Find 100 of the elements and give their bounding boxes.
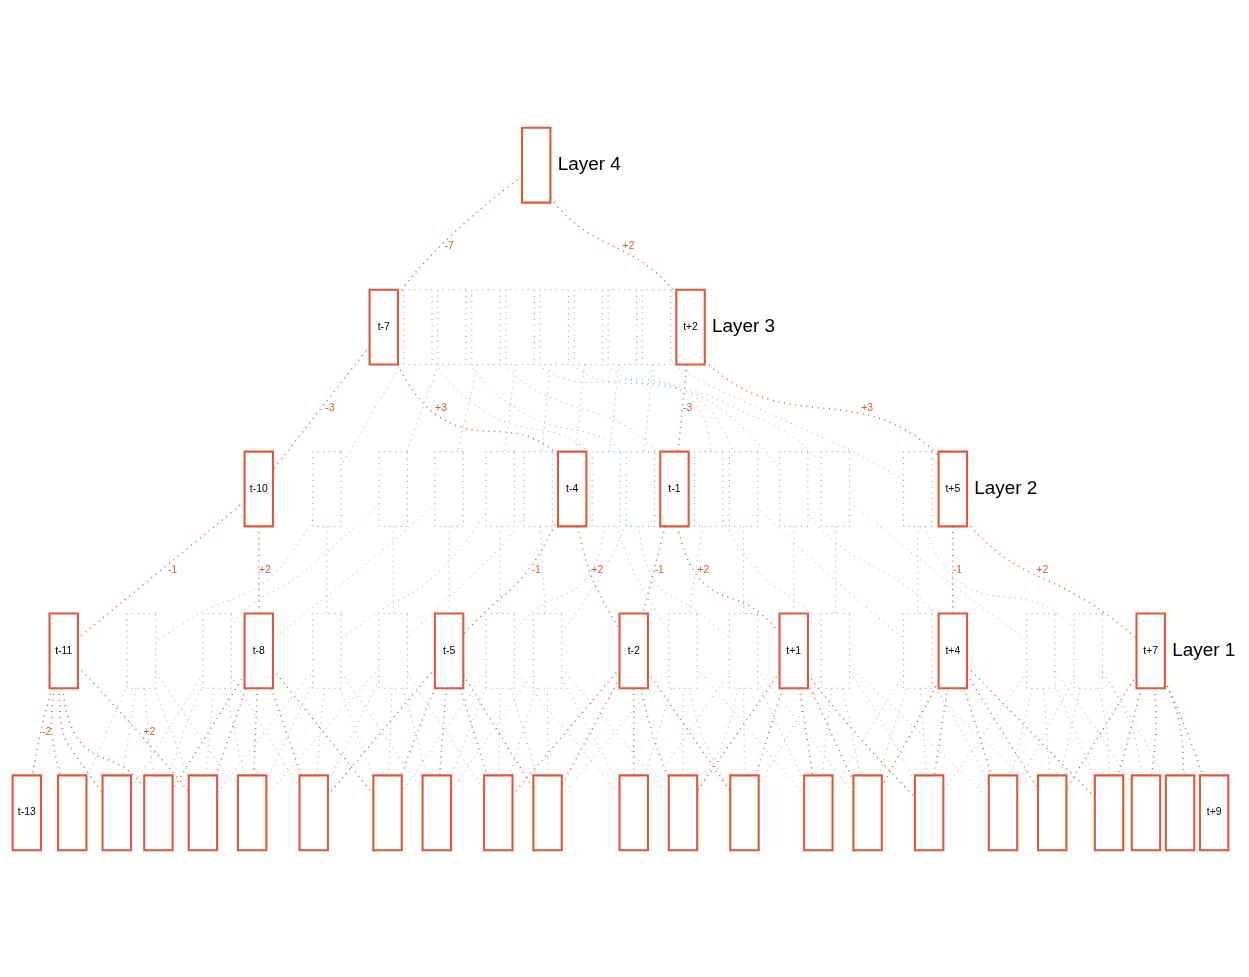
connector [821, 687, 832, 776]
node-box [57, 773, 88, 851]
connector [642, 525, 666, 614]
connector [547, 687, 549, 776]
connector [696, 667, 805, 795]
connector [577, 525, 621, 630]
connector [688, 525, 704, 614]
connector [549, 196, 677, 295]
node-box [532, 773, 563, 851]
connector [943, 671, 1027, 792]
node-box [421, 773, 453, 851]
connector [397, 363, 559, 456]
connector [1102, 671, 1167, 783]
node-box: t-10 [243, 450, 275, 527]
node-box [483, 773, 514, 851]
edge-label: +2 [622, 239, 635, 251]
node-box: t-11 [48, 611, 79, 689]
node-box [573, 288, 604, 365]
edge-label: +2 [143, 725, 156, 737]
node-box [728, 450, 759, 527]
edge-label: -7 [444, 239, 454, 251]
connector [924, 525, 1075, 629]
connector [462, 673, 534, 789]
connector [568, 359, 734, 452]
connector [266, 681, 314, 782]
node-box [202, 612, 232, 689]
node-box [667, 773, 699, 851]
connector [966, 520, 1137, 638]
node-box [434, 450, 464, 527]
node-box [913, 773, 945, 851]
connector [602, 359, 780, 469]
edge-label: -2 [42, 725, 52, 737]
node-box [485, 450, 515, 527]
connector [966, 673, 1039, 790]
edge-label: +3 [861, 401, 874, 413]
node-box: t-1 [659, 450, 690, 527]
edge-label: -3 [325, 401, 335, 413]
connector [743, 525, 745, 614]
node-box [372, 773, 403, 851]
edge-label: +3 [435, 401, 447, 413]
node-box [693, 450, 724, 527]
connector [638, 525, 730, 638]
node-box [852, 773, 883, 851]
connector [696, 671, 781, 792]
connector [514, 525, 606, 631]
connector [704, 359, 940, 456]
node-box [298, 773, 329, 851]
connector [1102, 671, 1143, 776]
connector [450, 686, 487, 776]
connector [1098, 687, 1110, 775]
connector [388, 687, 393, 776]
node-box: t+4 [937, 611, 969, 689]
label: Layer 3 [712, 314, 776, 336]
node-box [1073, 612, 1103, 689]
node-box [1130, 773, 1162, 851]
edge-label: -3 [683, 401, 693, 413]
connector [807, 512, 939, 619]
connector [1065, 673, 1138, 789]
connector [670, 359, 904, 480]
node-box [618, 773, 649, 851]
connector [130, 673, 204, 789]
node-box: t+2 [675, 288, 706, 366]
node-box [820, 612, 851, 689]
connector [561, 667, 670, 795]
node-box [607, 288, 638, 365]
connector [62, 687, 145, 788]
connector [340, 511, 487, 639]
connector [205, 687, 215, 776]
node-box [903, 612, 933, 689]
node-box: t-5 [433, 611, 465, 689]
connector [339, 687, 374, 777]
connector [58, 687, 104, 793]
node-box [539, 288, 569, 365]
connector [327, 667, 436, 796]
edge-label: -1 [952, 563, 963, 575]
connector [561, 523, 627, 632]
node-box [820, 450, 851, 527]
connector [722, 519, 822, 627]
connector [688, 687, 731, 791]
connector [77, 665, 190, 793]
connector [504, 363, 517, 452]
connector [677, 363, 688, 452]
connector [397, 175, 523, 296]
connector [168, 683, 204, 776]
node-box [126, 612, 157, 689]
edge-label: -1 [654, 563, 664, 575]
connector [758, 675, 822, 787]
node-box: t-8 [243, 611, 275, 689]
edge-label: -1 [168, 563, 178, 575]
connector [172, 673, 246, 790]
node-box [803, 773, 834, 851]
node-box [1026, 612, 1056, 689]
node-box [378, 612, 408, 689]
node-box [641, 288, 672, 365]
node-box [668, 612, 698, 689]
node-box [505, 288, 535, 365]
node-box: t-4 [556, 450, 588, 527]
connector [392, 525, 394, 614]
connector [327, 679, 380, 784]
label: Layer 1 [1172, 638, 1236, 660]
